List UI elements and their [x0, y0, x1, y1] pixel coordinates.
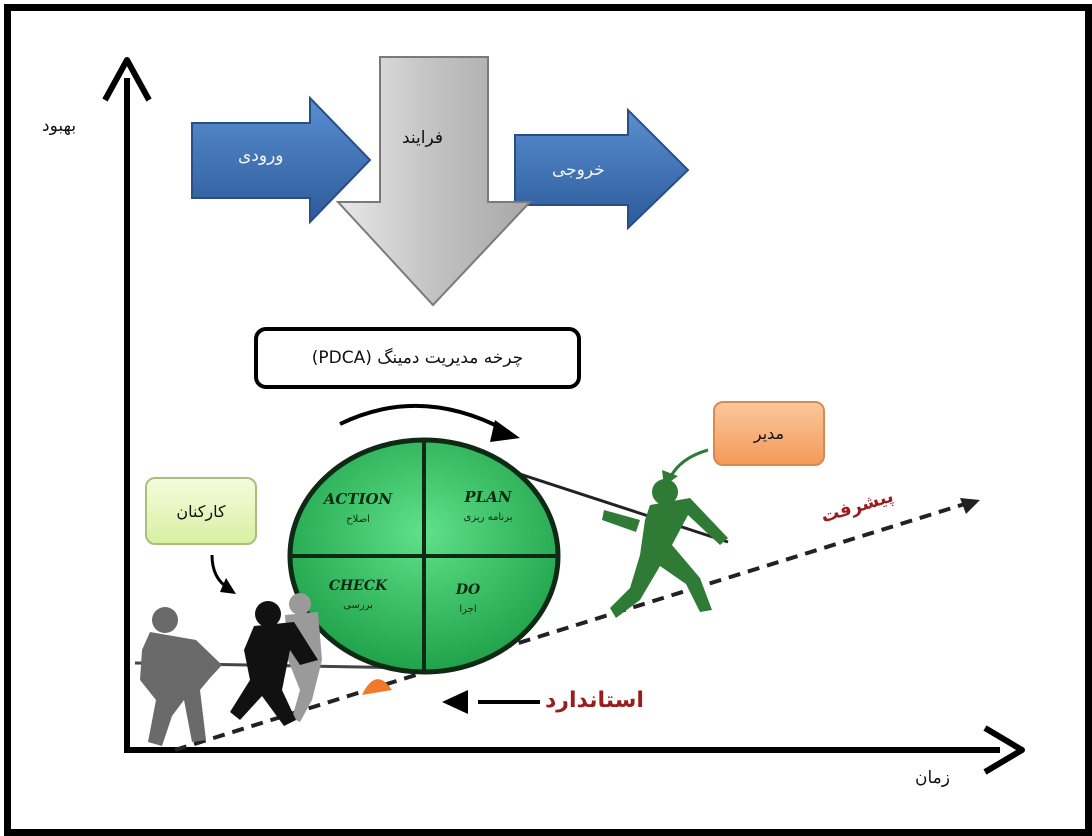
x-axis	[124, 725, 1025, 775]
action-title: ACTION	[323, 490, 393, 508]
do-subtitle: اجرا	[459, 604, 477, 615]
staff-label: کارکنان	[176, 501, 226, 521]
pdca-wheel	[287, 437, 561, 675]
pdca-title-box: چرخه مدیریت دمینگ (PDCA)	[254, 327, 581, 389]
diagram-frame	[4, 4, 1092, 836]
output-label: خروجی	[552, 160, 605, 180]
process-label: فرایند	[402, 128, 444, 148]
check-subtitle: بررسی	[343, 600, 373, 611]
manager-callout: مدیر	[713, 401, 825, 466]
y-axis	[102, 57, 152, 752]
pdca-title: چرخه مدیریت دمینگ (PDCA)	[311, 348, 524, 368]
plan-subtitle: برنامه ریزی	[463, 512, 513, 523]
standard-pointer	[442, 690, 540, 714]
y-axis-label: بهبود	[42, 116, 77, 136]
process-arrow	[335, 56, 533, 307]
staff-callout: کارکنان	[145, 477, 257, 545]
check-title: CHECK	[328, 578, 388, 594]
input-label: ورودی	[238, 146, 284, 166]
x-axis-label: زمان	[915, 768, 950, 788]
quadrant-do: DO اجرا	[428, 582, 508, 615]
do-title: DO	[455, 582, 481, 598]
action-subtitle: اصلاح	[346, 514, 370, 525]
input-arrow	[191, 95, 372, 225]
standard-label: استاندارد	[545, 688, 644, 713]
rotation-arrow	[339, 403, 520, 442]
manager-label: مدیر	[753, 424, 785, 443]
output-arrow	[514, 107, 690, 231]
manager-figure	[602, 479, 728, 618]
standard-wedge	[362, 679, 392, 695]
progress-slope	[174, 498, 980, 752]
quadrant-check: CHECK بررسی	[298, 578, 418, 611]
quadrant-plan: PLAN برنامه ریزی	[428, 488, 548, 523]
quadrant-action: ACTION اصلاح	[298, 490, 418, 525]
plan-title: PLAN	[464, 488, 512, 506]
manager-pointer	[668, 448, 709, 479]
staff-figures	[140, 593, 322, 746]
